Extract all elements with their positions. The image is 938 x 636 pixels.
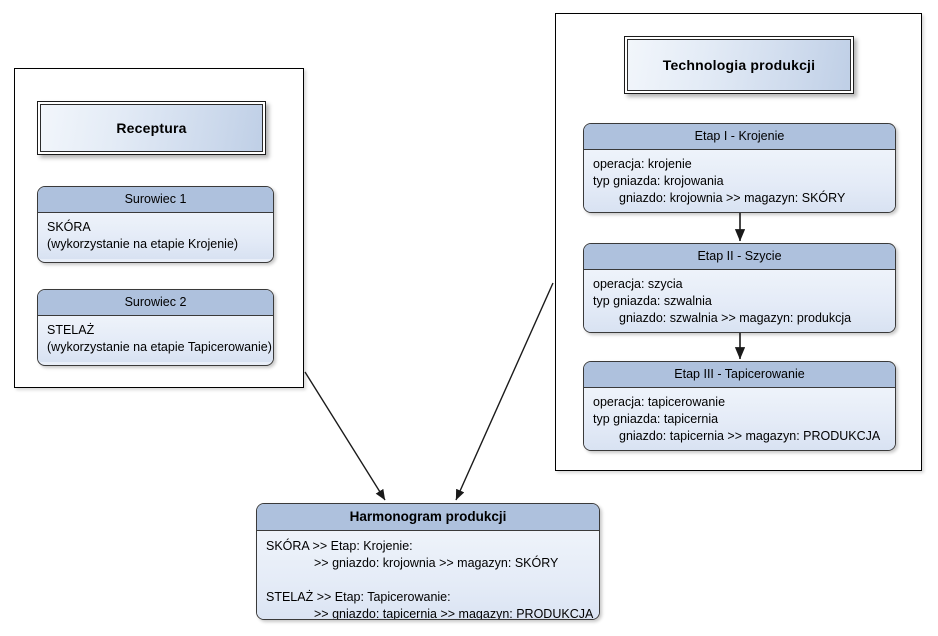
harmonogram-line-4: >> gniazdo: tapicernia >> magazyn: PRODU… (314, 607, 594, 620)
harmonogram-body: SKÓRA >> Etap: Krojenie: >> gniazdo: kro… (257, 531, 599, 620)
connector-technologia-harmonogram (455, 282, 554, 501)
surowiec-2-line-2: (wykorzystanie na etapie Tapicerowanie) (47, 340, 272, 354)
harmonogram-line-spacer (266, 572, 591, 589)
harmonogram-line-1: SKÓRA >> Etap: Krojenie: (266, 539, 413, 553)
etap-1-line-1: operacja: krojenie (593, 157, 692, 171)
etap-1-header: Etap I - Krojenie (584, 124, 895, 150)
surowiec-1-header: Surowiec 1 (38, 187, 273, 213)
surowiec-1-card[interactable]: Surowiec 1 SKÓRA (wykorzystanie na etapi… (37, 186, 274, 263)
surowiec-2-body: STELAŻ (wykorzystanie na etapie Tapicero… (38, 316, 273, 362)
etap-1-line-3: gniazdo: krojownia >> magazyn: SKÓRY (619, 191, 846, 205)
etap-3-card[interactable]: Etap III - Tapicerowanie operacja: tapic… (583, 361, 896, 451)
receptura-title-label: Receptura (40, 104, 263, 152)
surowiec-1-line-1: SKÓRA (47, 220, 91, 234)
etap-2-line-1: operacja: szycia (593, 277, 683, 291)
surowiec-2-header: Surowiec 2 (38, 290, 273, 316)
connector-receptura-harmonogram (304, 371, 386, 501)
etap-3-line-2: typ gniazda: tapicernia (593, 412, 719, 426)
etap-3-line-1: operacja: tapicerowanie (593, 395, 726, 409)
etap-1-body: operacja: krojenie typ gniazda: krojowan… (584, 150, 895, 212)
harmonogram-card[interactable]: Harmonogram produkcji SKÓRA >> Etap: Kro… (256, 503, 600, 620)
etap-2-card[interactable]: Etap II - Szycie operacja: szycia typ gn… (583, 243, 896, 333)
etap-3-line-3: gniazdo: tapicernia >> magazyn: PRODUKCJ… (619, 429, 881, 443)
surowiec-1-line-2: (wykorzystanie na etapie Krojenie) (47, 237, 239, 251)
surowiec-2-line-1: STELAŻ (47, 323, 95, 337)
harmonogram-line-3: STELAŻ >> Etap: Tapicerowanie: (266, 590, 451, 604)
surowiec-2-card[interactable]: Surowiec 2 STELAŻ (wykorzystanie na etap… (37, 289, 274, 366)
technologia-title-plate: Technologia produkcji (624, 36, 854, 94)
etap-2-line-3: gniazdo: szwalnia >> magazyn: produkcja (619, 311, 852, 325)
surowiec-1-body: SKÓRA (wykorzystanie na etapie Krojenie) (38, 213, 273, 259)
etap-1-card[interactable]: Etap I - Krojenie operacja: krojenie typ… (583, 123, 896, 213)
etap-2-body: operacja: szycia typ gniazda: szwalnia g… (584, 270, 895, 332)
etap-2-line-2: typ gniazda: szwalnia (593, 294, 712, 308)
etap-3-header: Etap III - Tapicerowanie (584, 362, 895, 388)
receptura-title-plate: Receptura (37, 101, 266, 155)
etap-1-line-2: typ gniazda: krojowania (593, 174, 724, 188)
technologia-title-label: Technologia produkcji (627, 39, 851, 91)
etap-3-body: operacja: tapicerowanie typ gniazda: tap… (584, 388, 895, 450)
harmonogram-header: Harmonogram produkcji (257, 504, 599, 531)
etap-2-header: Etap II - Szycie (584, 244, 895, 270)
harmonogram-line-2: >> gniazdo: krojownia >> magazyn: SKÓRY (314, 556, 559, 570)
